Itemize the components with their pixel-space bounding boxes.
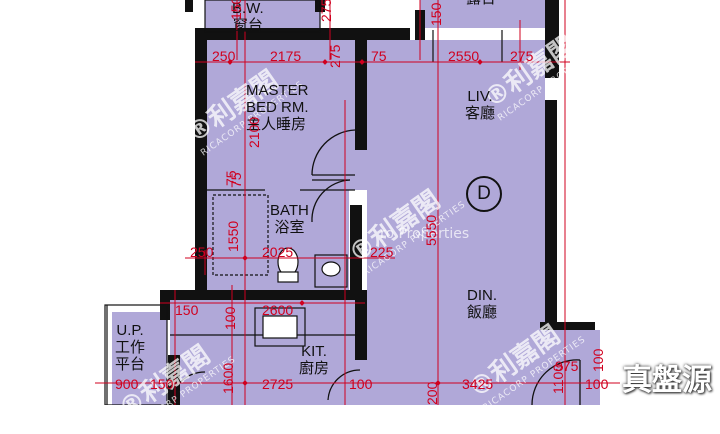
dim-label: 900 <box>115 376 139 392</box>
dim-label-vertical: 100 <box>222 306 238 330</box>
dim-label-vertical: 200 <box>424 381 440 405</box>
bay-window-area <box>205 0 320 30</box>
dim-label: 2025 <box>262 244 294 260</box>
dim-label: 2600 <box>262 302 294 318</box>
fixtures <box>262 247 341 339</box>
room-label-dining: DIN.飯廳 <box>467 287 498 321</box>
room-label-bay-window: B.W.窗台 <box>232 0 264 34</box>
dim-label: 975 <box>555 358 579 374</box>
door-swings <box>169 129 581 405</box>
dim-label-vertical: 100 <box>590 348 606 372</box>
dim-label-vertical: 1550 <box>225 220 241 252</box>
unit-badge: D <box>466 176 502 212</box>
dim-label: 150 <box>150 376 174 392</box>
room-label-living: LIV.客廳 <box>465 88 496 122</box>
dim-label: 75 <box>371 48 387 64</box>
room-label-top-right: 露台 <box>466 0 496 7</box>
dim-label: 100 <box>349 376 373 392</box>
brand-logo: 真盤源 <box>622 363 712 398</box>
dim-label-vertical: 1100 <box>550 363 566 394</box>
utility-platform-area <box>112 312 167 405</box>
dim-label-vertical: 1600 <box>220 362 236 394</box>
dim-label: 2175 <box>270 48 302 64</box>
dim-label: 100 <box>585 376 609 392</box>
dim-label-vertical: 2100 <box>246 116 262 148</box>
dimension-lines <box>95 0 620 405</box>
dim-label: 225 <box>370 244 394 260</box>
dim-label: 275 <box>318 0 334 22</box>
dim-label-vertical: 5550 <box>423 214 439 246</box>
dim-label: 2550 <box>448 48 480 64</box>
top-right-room <box>420 0 550 28</box>
dim-label: 150 <box>175 302 199 318</box>
dim-label: 275 <box>510 48 534 64</box>
dim-label: 250 <box>212 48 236 64</box>
dim-label: 3425 <box>462 376 494 392</box>
room-label-utility-platform: U.P.工作平台 <box>115 322 146 373</box>
room-label-kitchen: KIT.廚房 <box>299 343 330 377</box>
right-balcony-area <box>545 330 600 405</box>
dim-label-vertical: 75 <box>223 170 239 186</box>
dim-label: 275 <box>327 44 343 68</box>
dim-label: 150 <box>228 0 244 20</box>
watermark-partial-text: ro Properties <box>380 226 470 242</box>
master-bedroom-area <box>207 40 367 190</box>
living-dining-area <box>367 40 545 405</box>
floor-plan <box>95 0 620 405</box>
dim-label: 150 <box>428 2 444 26</box>
dim-label: 2725 <box>262 376 294 392</box>
dim-label: 250 <box>190 244 214 260</box>
